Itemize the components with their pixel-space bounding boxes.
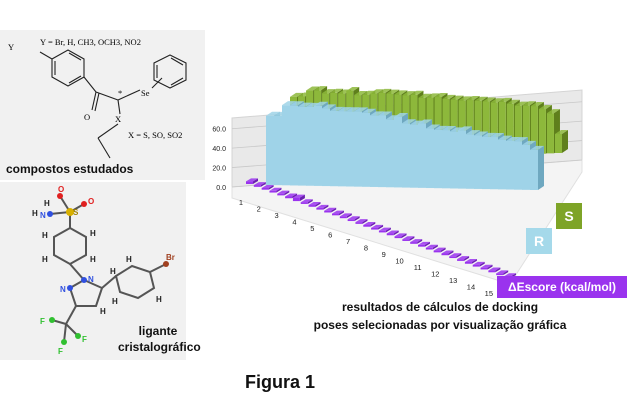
y-tick-label: 20.0 [212,166,226,173]
bar-delta-7 [292,194,305,202]
x-category-label: 7 [346,237,350,246]
delta-score-legend: ΔEscore (kcal/mol) [497,276,627,298]
bar-delta-2 [253,182,266,187]
bar-delta-10 [316,204,329,210]
bar-delta-31 [480,264,493,270]
r-series-label: R [526,228,552,254]
bar-s-34 [555,130,568,153]
atom-h5: H [90,229,96,238]
studied-compounds-structure: Y = Br, H, CH3, OCH3, NO2 Y O * Se X X =… [0,30,205,180]
atom-n1: N [40,211,46,220]
x-category-label: 13 [449,276,457,285]
x-category-label: 11 [414,263,422,272]
atom-f1: F [40,317,45,326]
y-tick-label: 40.0 [212,146,226,153]
bar-delta-29 [464,259,477,264]
bar-delta-19 [386,230,399,236]
atom-s: S [73,208,79,217]
bar-delta-28 [457,256,470,261]
bar-delta-13 [339,213,352,219]
ligand-caption-line2: cristalográfico [118,340,201,354]
bar-delta-14 [347,216,360,222]
bar-delta-22 [410,239,423,244]
bar-delta-26 [441,250,454,256]
atom-h11: H [156,295,162,304]
atom-h9: H [110,267,116,276]
x-category-label: 14 [467,283,475,292]
x-category-label: 9 [382,250,386,259]
x-category-label: 5 [310,224,314,233]
x-category-label: 6 [328,231,332,240]
compound-skeleton-drawing: Y = Br, H, CH3, OCH3, NO2 Y O * Se X X =… [8,37,187,159]
x-category-label: 3 [275,211,279,220]
x-category-label: 4 [292,218,296,227]
atom-h8: H [126,255,132,264]
atom-h1: H [32,209,38,218]
bar-delta-20 [394,233,407,239]
bar-delta-33 [496,270,509,276]
atom-o1: O [58,185,64,194]
figure-label: Figura 1 [245,372,316,392]
bar-delta-32 [488,267,501,273]
crystallographic-ligand-structure: O O S N H H N N H H H H H H H H H Br F F… [0,182,186,360]
chiral-star-label: * [118,88,122,98]
atom-h4: H [42,231,48,240]
x-category-label: 10 [395,257,403,266]
bar-delta-4 [269,187,282,193]
bar-delta-6 [285,193,298,199]
bar-delta-21 [402,236,415,241]
x-category-label: 12 [431,270,439,279]
atom-n2: N [88,275,94,284]
bar-delta-5 [277,190,290,196]
compounds-caption: compostos estudados [6,162,134,176]
bar-delta-23 [418,241,430,247]
atom-h10: H [112,297,118,306]
bar-delta-16 [363,221,376,227]
bar-delta-9 [308,202,321,207]
y-label: Y [8,42,14,52]
s-series-label: S [556,203,582,229]
bar-delta-8 [300,199,313,204]
oxygen-label: O [84,112,90,122]
y-tick-label: 0.0 [216,185,226,192]
y-tick-label: 60.0 [212,127,226,134]
bar-delta-27 [449,253,462,259]
atom-f3: F [82,335,87,344]
atom-br: Br [166,253,175,262]
atom-h6: H [42,255,48,264]
bar-r-34 [530,145,544,190]
ligand-caption-line1: ligante [138,324,178,338]
atom-h2: H [44,199,50,208]
results-caption-line1: resultados de cálculos de docking [341,300,539,314]
atom-o2: O [88,197,94,206]
bar-delta-17 [371,224,384,230]
atom-f2: F [58,347,63,356]
bar-delta-11 [324,207,337,213]
x-category-label: 1 [239,198,243,207]
y-substituents-label: Y = Br, H, CH3, OCH3, NO2 [40,37,141,47]
ligand-ball-stick-drawing: O O S N H H N N H H H H H H H H H Br F F… [32,185,175,356]
x-options-label: X = S, SO, SO2 [128,130,182,140]
atom-n3: N [60,285,66,294]
bar-delta-15 [355,219,368,224]
x-label: X [115,114,121,124]
x-category-label: 2 [257,205,261,214]
bar-delta-25 [433,247,446,253]
bar-delta-3 [261,184,274,190]
x-category-label: 8 [364,244,368,253]
atom-h7: H [90,255,96,264]
bar-delta-1 [246,178,258,184]
bar-delta-18 [378,227,391,233]
x-category-label: 15 [485,289,493,298]
selenium-label: Se [141,88,150,98]
bar-delta-24 [425,244,438,250]
bar-delta-30 [472,261,485,267]
ligand-caption: ligante cristalográfico [118,323,201,355]
bar-delta-12 [332,210,344,216]
results-caption-line2: poses selecionadas por visualização gráf… [313,318,567,332]
atom-h3: H [100,307,106,316]
